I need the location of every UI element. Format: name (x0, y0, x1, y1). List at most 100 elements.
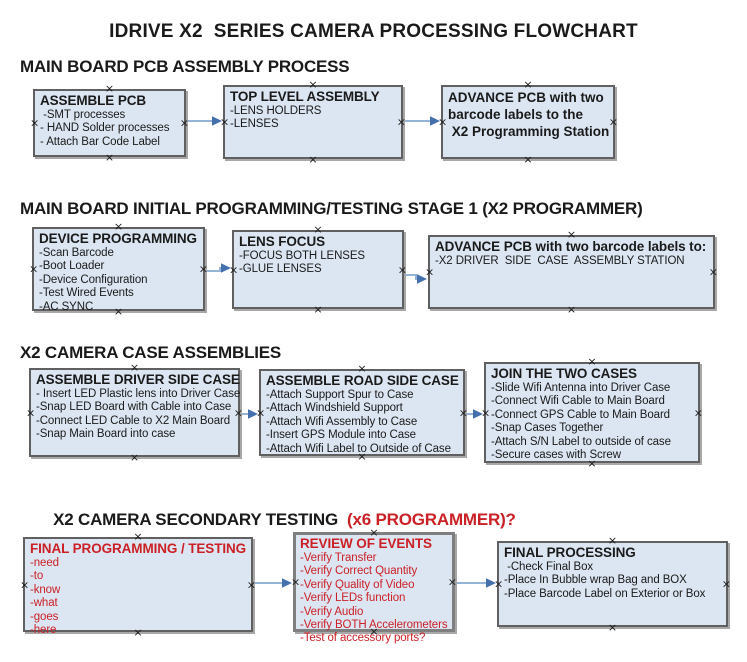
connection-handle: × (291, 575, 301, 589)
box-item: -SMT processes (40, 109, 126, 121)
box-item: -FOCUS BOTH LENSES (239, 250, 365, 262)
box-item: -Snap Main Board into case (36, 428, 176, 441)
box-item: -Place In Bubble wrap Bag and BOX (504, 574, 687, 587)
box-item: -Boot Loader (39, 260, 105, 273)
connection-handle: × (229, 263, 239, 276)
box-title: TOP LEVEL ASSEMBLY (230, 89, 380, 104)
connection-handle: × (438, 115, 448, 129)
section-header-red-part: (x6 PROGRAMMER)? (347, 510, 516, 529)
connector-arrow (457, 578, 496, 588)
box-item: -Snap LED Board with Cable into Case (36, 401, 232, 414)
box-item: -AC SYNC (39, 300, 94, 313)
box-item-list: - Insert LED Plastic lens into Driver Ca… (36, 388, 240, 442)
box-title: ASSEMBLE PCB (40, 93, 147, 108)
box-item: -Attach Windshield Support (266, 402, 403, 415)
connection-handle: × (256, 406, 266, 419)
section-header-pcb-assembly: MAIN BOARD PCB ASSEMBLY PROCESS (20, 57, 350, 76)
connection-handle: × (458, 406, 468, 419)
connection-handle: × (29, 262, 39, 276)
box-item: -to (30, 570, 44, 583)
box-item: -GLUE LENSES (239, 263, 322, 276)
connector-arrow (188, 116, 222, 126)
flow-box-assemble-road-side-case: ASSEMBLE ROAD SIDE CASE -Attach Support … (256, 363, 468, 462)
box-item: barcode labels to the (448, 107, 584, 122)
connection-handle: × (494, 577, 504, 591)
connection-handle: × (608, 115, 618, 129)
box-item: -goes (30, 610, 59, 623)
box-item: -Test Wired Events (39, 287, 134, 300)
connection-handle: × (313, 223, 323, 236)
flow-box-join-the-two-cases: JOIN THE TWO CASES -Slide Wifi Antenna i… (481, 356, 703, 469)
flow-box-device-programming: DEVICE PROGRAMMING -Scan Barcode-Boot Lo… (29, 221, 208, 317)
box-item: -Place Barcode Label on Exterior or Box (504, 587, 706, 600)
connector-arrow (255, 578, 292, 588)
box-item-list: -Check Final Box-Place In Bubble wrap Ba… (504, 561, 721, 601)
box-item: -Verify Transfer (300, 552, 377, 564)
connector-arrow (207, 263, 231, 273)
connection-handle: × (20, 578, 30, 591)
box-item: -Secure cases with Screw (491, 449, 621, 462)
connection-handle: × (693, 406, 703, 419)
connection-handle: × (566, 228, 577, 241)
box-item: -Scan Barcode (39, 247, 114, 259)
section-header-case-assemblies: X2 CAMERA CASE ASSEMBLIES (20, 343, 282, 362)
box-item: -Connect GPS Cable to Main Board (491, 408, 670, 421)
flow-box-assemble-driver-side-case: ASSEMBLE DRIVER SIDE CASE - Insert LED P… (26, 362, 243, 463)
connection-handle: × (396, 115, 406, 129)
box-item: -LENS HOLDERS (230, 105, 322, 117)
connection-handle: × (708, 265, 718, 279)
box-title: LENS FOCUS (239, 234, 326, 249)
section-header-secondary-testing: X2 CAMERA SECONDARY TESTING (x6 PROGRAMM… (35, 490, 516, 550)
connection-handle: × (587, 355, 597, 368)
box-item-list: -LENS HOLDERS-LENSES (230, 105, 396, 132)
connection-handle: × (447, 575, 457, 589)
box-item: -LENSES (230, 118, 279, 131)
connection-handle: × (198, 262, 208, 276)
box-item: -Verify Audio (300, 605, 364, 618)
box-item: ADVANCE PCB with two (448, 90, 604, 105)
connection-handle: × (425, 265, 435, 279)
flow-box-review-of-events: REVIEW OF EVENTS -Verify Transfer-Verify… (291, 526, 457, 644)
box-item: - HAND Solder processes (40, 122, 170, 135)
box-item: -Verify LEDs function (300, 592, 406, 605)
box-item-list: -SMT processes- HAND Solder processes- A… (40, 109, 179, 149)
box-item: X2 Programming Station (448, 124, 610, 139)
box-item-list: -Slide Wifi Antenna into Driver Case-Con… (491, 382, 693, 462)
connection-handle: × (721, 577, 731, 591)
box-item: -Verify Correct Quantity (300, 565, 418, 578)
box-item: -here (30, 624, 57, 637)
box-item: -Connect Wifi Cable to Main Board (491, 395, 665, 408)
flow-box-advance-pcb-programming-station: ADVANCE PCB with two barcode labels to th… (438, 79, 618, 165)
connection-handle: × (113, 305, 124, 318)
connection-handle: × (523, 153, 533, 166)
flow-box-top-level-assembly: TOP LEVEL ASSEMBLY -LENS HOLDERS-LENSES … (220, 79, 406, 165)
box-title: FINAL PROGRAMMING / TESTING (30, 541, 247, 556)
box-item: -Insert GPS Module into Case (266, 429, 416, 442)
box-item: -Test of accessory ports? (300, 632, 426, 645)
connection-handle: × (369, 526, 379, 539)
box-item: -X2 DRIVER SIDE CASE ASSEMBLY STATION (435, 255, 685, 267)
connection-handle: × (481, 406, 491, 419)
box-title: REVIEW OF EVENTS (300, 536, 432, 551)
connection-handle: × (133, 626, 143, 639)
connection-handle: × (179, 116, 189, 130)
box-item-list: -Scan Barcode-Boot Loader-Device Configu… (39, 247, 198, 314)
box-title: JOIN THE TWO CASES (491, 366, 637, 381)
connector-arrow (405, 116, 440, 126)
connection-handle: × (523, 78, 533, 91)
page-title: IDRIVE X2 SERIES CAMERA PROCESSING FLOWC… (109, 21, 638, 42)
connection-handle: × (607, 621, 618, 634)
connection-handle: × (30, 116, 40, 130)
connection-handle: × (369, 625, 379, 638)
box-item: -Attach Wifi Label to Outside of Case (266, 442, 451, 455)
box-title: ASSEMBLE DRIVER SIDE CASE (36, 372, 240, 387)
connection-handle: × (104, 82, 115, 95)
connection-handle: × (566, 303, 577, 316)
box-item: - Attach Bar Code Label (40, 135, 160, 148)
box-item-list: -FOCUS BOTH LENSES-GLUE LENSES (239, 250, 397, 277)
box-item: -Snap Cases Together (491, 422, 604, 435)
connection-handle: × (233, 406, 243, 419)
box-item: -Verify Quality of Video (300, 578, 415, 591)
box-item: -Attach S/N Label to outside of case (491, 435, 671, 448)
